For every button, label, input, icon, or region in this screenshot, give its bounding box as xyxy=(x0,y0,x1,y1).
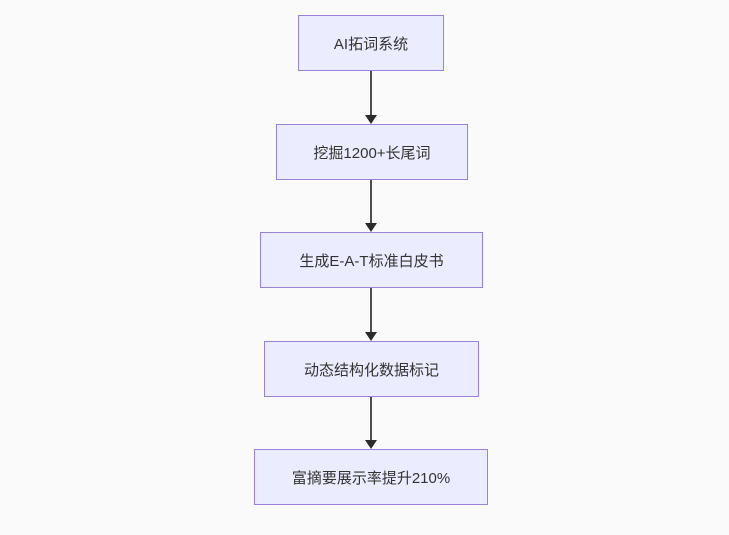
node-label: 生成E-A-T标准白皮书 xyxy=(299,252,444,270)
flowchart-edge-d-to-e xyxy=(364,397,378,449)
flowchart-edge-b-to-c xyxy=(364,180,378,232)
arrow-line xyxy=(370,71,372,115)
node-label: 挖掘1200+长尾词 xyxy=(313,144,431,162)
flowchart-node-ai-word-expansion-system: AI拓词系统 xyxy=(298,15,444,71)
flowchart-edge-c-to-d xyxy=(364,288,378,341)
flowchart-node-dynamic-structured-data-markup: 动态结构化数据标记 xyxy=(264,341,479,397)
arrow-line xyxy=(370,288,372,332)
flowchart-node-rich-snippet-rate-increase: 富摘要展示率提升210% xyxy=(254,449,488,505)
flowchart-node-mine-longtail-keywords: 挖掘1200+长尾词 xyxy=(276,124,468,180)
arrowhead-down-icon xyxy=(365,332,377,341)
node-label: 动态结构化数据标记 xyxy=(303,361,439,379)
arrowhead-down-icon xyxy=(365,115,377,124)
arrowhead-down-icon xyxy=(365,440,377,449)
flowchart-node-generate-eat-whitepaper: 生成E-A-T标准白皮书 xyxy=(260,232,483,288)
arrow-line xyxy=(370,180,372,223)
node-label: 富摘要展示率提升210% xyxy=(291,469,451,487)
arrow-line xyxy=(370,397,372,440)
node-label: AI拓词系统 xyxy=(333,35,409,53)
flowchart-edge-a-to-b xyxy=(364,71,378,124)
arrowhead-down-icon xyxy=(365,223,377,232)
